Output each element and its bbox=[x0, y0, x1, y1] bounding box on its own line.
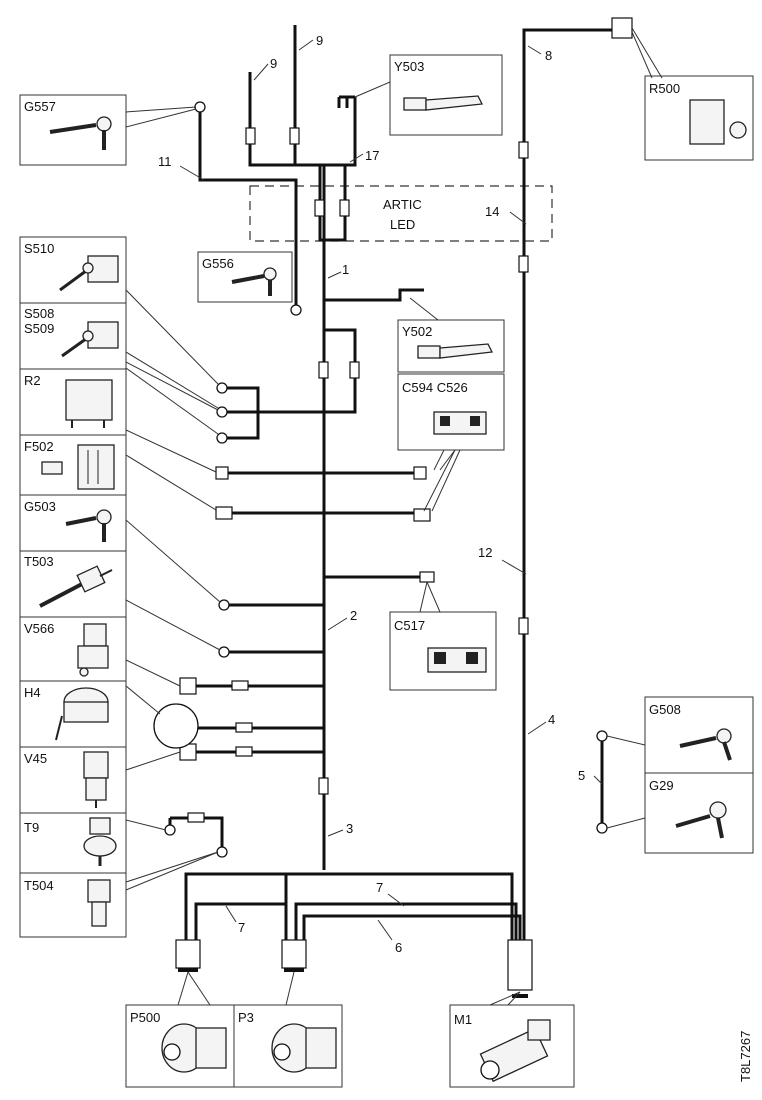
temperature-sensor-icon bbox=[39, 565, 113, 608]
svg-text:T504: T504 bbox=[24, 878, 54, 893]
connector-icon bbox=[433, 411, 487, 435]
svg-text:ARTIC: ARTIC bbox=[383, 197, 422, 212]
svg-text:T9: T9 bbox=[24, 820, 39, 835]
svg-text:S510: S510 bbox=[24, 241, 54, 256]
component-g508[interactable]: G508 bbox=[644, 696, 754, 774]
svg-text:G508: G508 bbox=[649, 702, 681, 717]
svg-text:11: 11 bbox=[158, 154, 172, 169]
motor-icon bbox=[479, 1019, 551, 1083]
svg-text:5: 5 bbox=[578, 768, 585, 783]
svg-text:2: 2 bbox=[350, 608, 357, 623]
svg-text:S508: S508 bbox=[24, 306, 54, 321]
ground-lug-icon bbox=[65, 509, 112, 542]
inline-connectors bbox=[175, 17, 633, 998]
ground-lug-icon bbox=[679, 728, 732, 761]
plug-terminal-icon bbox=[403, 95, 484, 111]
svg-text:14: 14 bbox=[485, 204, 499, 219]
component-s508-s509[interactable]: S508 S509 bbox=[19, 302, 127, 370]
horn-icon bbox=[55, 687, 109, 741]
relay-icon bbox=[65, 379, 113, 428]
svg-text:F502: F502 bbox=[24, 439, 54, 454]
component-g503[interactable]: G503 bbox=[19, 494, 127, 552]
component-g29[interactable]: G29 bbox=[644, 772, 754, 854]
svg-text:9: 9 bbox=[316, 33, 323, 48]
component-m1[interactable]: M1 bbox=[449, 1004, 575, 1088]
svg-text:7: 7 bbox=[238, 920, 245, 935]
svg-text:R500: R500 bbox=[649, 81, 680, 96]
component-y503[interactable]: Y503 bbox=[389, 54, 503, 136]
svg-text:G556: G556 bbox=[202, 256, 234, 271]
plug-terminal-icon bbox=[417, 343, 493, 359]
fork-terminals bbox=[337, 95, 402, 300]
component-r2[interactable]: R2 bbox=[19, 368, 127, 436]
svg-text:H4: H4 bbox=[24, 685, 41, 700]
svg-text:V566: V566 bbox=[24, 621, 54, 636]
svg-text:P500: P500 bbox=[130, 1010, 160, 1025]
svg-text:G29: G29 bbox=[649, 778, 674, 793]
wire-number-labels: 9 9 8 11 17 14 1 12 2 4 5 3 7 7 6 bbox=[158, 33, 585, 955]
component-f502[interactable]: F502 bbox=[19, 434, 127, 496]
toggle-switch-icon bbox=[61, 321, 119, 358]
artic-led-box: ARTIC LED bbox=[249, 185, 553, 242]
svg-text:V45: V45 bbox=[24, 751, 47, 766]
svg-text:G557: G557 bbox=[24, 99, 56, 114]
component-t9[interactable]: T9 bbox=[19, 812, 127, 874]
svg-text:8: 8 bbox=[545, 48, 552, 63]
component-s510[interactable]: S510 bbox=[19, 236, 127, 304]
connector-icon bbox=[427, 647, 487, 673]
svg-text:R2: R2 bbox=[24, 373, 41, 388]
component-v566[interactable]: V566 bbox=[19, 616, 127, 682]
component-y502[interactable]: Y502 bbox=[397, 319, 505, 373]
svg-text:Y503: Y503 bbox=[394, 59, 424, 74]
svg-text:C517: C517 bbox=[394, 618, 425, 633]
svg-text:1: 1 bbox=[342, 262, 349, 277]
valve-icon bbox=[83, 751, 109, 808]
svg-text:Y502: Y502 bbox=[402, 324, 432, 339]
component-h4[interactable]: H4 bbox=[19, 680, 127, 748]
svg-text:M1: M1 bbox=[454, 1012, 472, 1027]
leader-lines bbox=[125, 27, 663, 1006]
pressure-switch-icon bbox=[83, 817, 117, 866]
drawing-id: T8L7267 bbox=[738, 1031, 753, 1082]
component-v45[interactable]: V45 bbox=[19, 746, 127, 814]
component-p3[interactable]: P3 bbox=[233, 1004, 343, 1088]
svg-text:3: 3 bbox=[346, 821, 353, 836]
valve-icon bbox=[77, 623, 109, 677]
component-p500[interactable]: P500 bbox=[125, 1004, 235, 1088]
svg-text:LED: LED bbox=[390, 217, 415, 232]
svg-text:6: 6 bbox=[395, 940, 402, 955]
sensor-icon bbox=[87, 879, 111, 927]
component-c594-c526[interactable]: C594 C526 bbox=[397, 373, 505, 451]
fuse-holder-icon bbox=[41, 444, 115, 490]
toggle-switch-icon bbox=[59, 255, 119, 292]
resistor-block-icon bbox=[689, 99, 747, 145]
svg-text:17: 17 bbox=[365, 148, 379, 163]
component-r500[interactable]: R500 bbox=[644, 75, 754, 161]
svg-text:7: 7 bbox=[376, 880, 383, 895]
pump-icon bbox=[271, 1023, 337, 1073]
component-t503[interactable]: T503 bbox=[19, 550, 127, 618]
svg-text:12: 12 bbox=[478, 545, 492, 560]
pump-icon bbox=[161, 1023, 227, 1073]
svg-text:P3: P3 bbox=[238, 1010, 254, 1025]
svg-text:C594 C526: C594 C526 bbox=[402, 380, 468, 395]
component-g556[interactable]: G556 bbox=[197, 251, 293, 303]
ring-terminals bbox=[153, 101, 608, 858]
svg-text:G503: G503 bbox=[24, 499, 56, 514]
wire-harness bbox=[168, 25, 612, 940]
svg-text:S509: S509 bbox=[24, 321, 54, 336]
component-c517[interactable]: C517 bbox=[389, 611, 497, 691]
ground-lug-icon bbox=[49, 116, 112, 150]
svg-text:4: 4 bbox=[548, 712, 555, 727]
component-g557[interactable]: G557 bbox=[19, 94, 127, 166]
svg-text:T503: T503 bbox=[24, 554, 54, 569]
ground-lug-icon bbox=[231, 267, 277, 296]
svg-text:9: 9 bbox=[270, 56, 277, 71]
component-t504[interactable]: T504 bbox=[19, 872, 127, 938]
ground-lug-icon bbox=[675, 801, 727, 839]
